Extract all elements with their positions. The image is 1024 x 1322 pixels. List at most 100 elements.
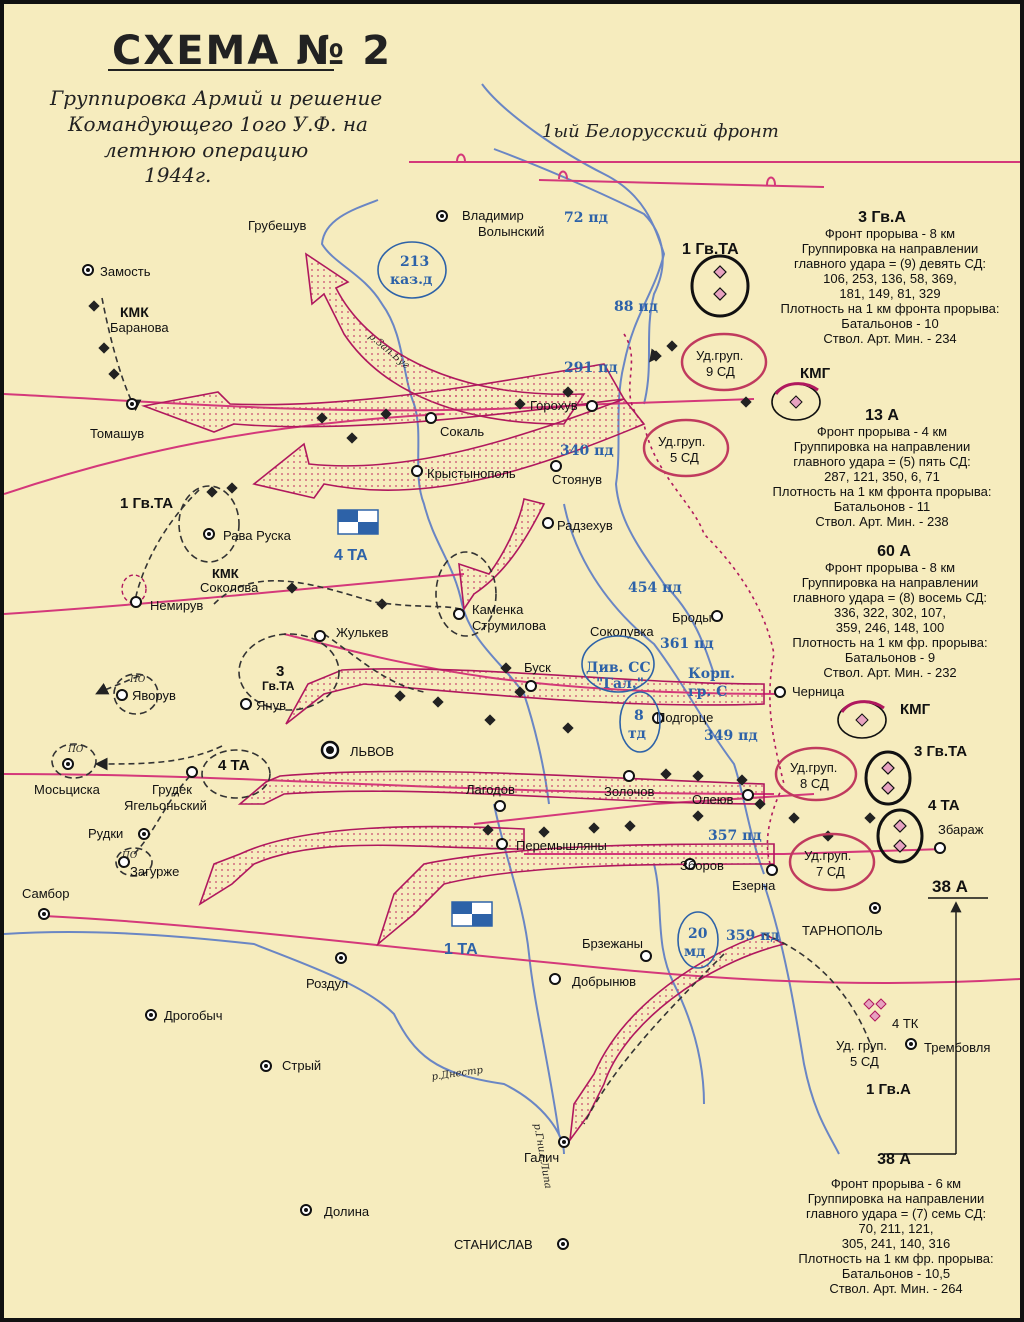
city-grudek-2: Ягельоньский: [124, 798, 207, 813]
info-13a-line: Плотность на 1 км фронта прорыва:: [773, 484, 992, 499]
city-zhulkev: Жулькев: [336, 625, 388, 640]
info-13a-line: Ствол. Арт. Мин. - 238: [815, 514, 948, 529]
info-60a-line: главного удара = (8) восемь СД:: [793, 590, 987, 605]
formation-3gvta-left-2: Гв.ТА: [262, 679, 295, 693]
formation-kmg-2: КМГ: [900, 701, 931, 718]
city-tomashuv: Томашув: [90, 426, 144, 441]
city-ezerna: Езерна: [732, 878, 776, 893]
strike-5sd-1: Уд.груп.: [658, 434, 705, 449]
city-krystynopol: Крыстынополь: [427, 466, 516, 481]
city-gorokhuv: Горохув: [530, 398, 578, 413]
arrow-to-tomashuv: [141, 363, 626, 433]
info-3gva-line: Группировка на направлении: [802, 241, 978, 256]
city-chernitsa: Черница: [792, 684, 845, 699]
info-13a-line: 287, 121, 350, 6, 71: [824, 469, 940, 484]
nemiruv-ring: [121, 574, 147, 604]
unit-349pd: 349 пд: [704, 728, 758, 744]
formation-38a-mid: 38 А: [932, 877, 968, 896]
city-vladimir: Владимир: [462, 208, 524, 223]
unit-359pd: 359 пд: [726, 928, 780, 944]
formation-4tk: 4 ТК: [892, 1016, 919, 1031]
unit-ss-div-line2: "Гал.": [596, 676, 644, 692]
unit-20md-line2: мд: [684, 944, 706, 960]
river-east2: [763, 883, 840, 1155]
city-sokolovka: Соколувка: [590, 624, 654, 639]
info-60a-line: Батальонов - 9: [845, 650, 935, 665]
dashed-regions: [51, 485, 497, 877]
info-38a-line: Батальонов - 10,5: [842, 1266, 950, 1281]
strike-7sd-1: Уд.груп.: [804, 848, 851, 863]
formation-kmg-1: КМГ: [800, 365, 831, 382]
formation-3gvta-left-1: 3: [276, 663, 284, 680]
city-dolina: Долина: [324, 1204, 370, 1219]
info-13a-line: Группировка на направлении: [794, 439, 970, 454]
city-oleyuv: Олеюв: [692, 792, 734, 807]
flag-1ta: 1 ТА: [444, 901, 493, 958]
info-60a-line: 336, 322, 302, 107,: [834, 605, 946, 620]
info-38a-line: Группировка на направлении: [808, 1191, 984, 1206]
trail-zhulkev: [394, 662, 748, 786]
city-markers: [38, 210, 946, 1250]
diamond-trails: [88, 300, 876, 842]
unit-korp-line2: гр. С: [688, 684, 727, 700]
city-tarnopol: ТАРНОПОЛЬ: [802, 923, 883, 938]
city-peremyshlyany: Перемышляны: [516, 838, 607, 853]
city-trembovlya: Трембовля: [924, 1040, 990, 1055]
city-grubeshuv: Грубешув: [248, 218, 306, 233]
formation-kmk-sokolova-2: Соколова: [200, 580, 259, 595]
info-38a: 38 А Фронт прорыва - 6 км Группировка на…: [798, 1151, 993, 1296]
attack-arrows: [141, 252, 787, 1143]
city-brzezhany: Брзежаны: [582, 936, 643, 951]
unit-454pd: 454 пд: [628, 580, 682, 596]
info-3gva-head: 3 Гв.А: [858, 209, 906, 226]
river-dnestr: [4, 931, 565, 1155]
strike-9sd-1: Уд.груп.: [696, 348, 743, 363]
city-kamenka-2: Струмилова: [472, 618, 547, 633]
info-3gva-line: Батальонов - 10: [841, 316, 938, 331]
unit-357pd: 357 пд: [708, 828, 762, 844]
title-subtitle-2: Командующего 1ого У.Ф. на: [67, 112, 368, 136]
city-rava: Рава Руска: [223, 528, 292, 543]
city-lvov: ЛЬВОВ: [350, 744, 394, 759]
city-mostsiska: Мосьциска: [34, 782, 101, 797]
info-38a-line: Ствол. Арт. Мин. - 264: [829, 1281, 962, 1296]
formation-1ta-blue: 1 ТА: [444, 941, 478, 958]
city-sokal: Сокаль: [440, 424, 484, 439]
info-60a-line: Группировка на направлении: [802, 575, 978, 590]
strike-8sd-1: Уд.груп.: [790, 760, 837, 775]
info-60a-line: 359, 246, 148, 100: [836, 620, 944, 635]
city-volynsky: Волынский: [478, 224, 544, 239]
info-38a-line: 305, 241, 140, 316: [842, 1236, 950, 1251]
city-kamenka-1: Каменка: [472, 602, 524, 617]
info-3gva: 3 Гв.А Фронт прорыва - 8 км Группировка …: [781, 209, 1000, 346]
dashed-movements: [99, 297, 875, 1125]
info-13a: 13 А Фронт прорыва - 4 км Группировка на…: [773, 407, 992, 529]
info-38a-head: 38 А: [877, 1151, 911, 1168]
city-busk: Буск: [524, 660, 551, 675]
unit-340pd: 340 пд: [560, 443, 614, 459]
strike-9sd-2: 9 СД: [706, 364, 735, 379]
formation-1gva: 1 Гв.А: [866, 1081, 911, 1098]
city-labels: Замость Грубешув Владимир Волынский Тома…: [22, 208, 990, 1252]
unit-8td-line1: 8: [634, 708, 644, 724]
river-styr: [481, 83, 715, 675]
unit-361pd: 361 пд: [660, 636, 714, 652]
unit-72pd: 72 пд: [564, 210, 608, 226]
po-label-2: ПО: [67, 745, 84, 755]
city-podgortse: Подгорце: [656, 710, 713, 725]
unit-291pd: 291 пд: [564, 360, 618, 376]
info-13a-line: Фронт прорыва - 4 км: [817, 424, 947, 439]
unit-ss-div-line1: Див. СС: [586, 660, 651, 676]
enemy-units: 213 каз.д 72 пд 88 пд 291 пд 340 пд 454 …: [377, 210, 780, 969]
formation-4ta-right: 4 ТА: [928, 797, 960, 814]
city-radzekhuv: Радзехув: [557, 518, 613, 533]
unit-korp-line1: Корп.: [688, 666, 735, 682]
arrow-to-dnestr: [376, 843, 775, 947]
operation-map: р.Зап.Буг р.Днестр р.Гнил.Липа: [4, 28, 1020, 1296]
title-subtitle-3: летнюю операцию: [104, 138, 308, 162]
info-3gva-line: Фронт прорыва - 8 км: [825, 226, 955, 241]
flag-4ta: 4 ТА: [334, 509, 379, 564]
info-13a-line: Батальонов - 11: [834, 499, 930, 514]
city-brody: Броды: [672, 610, 712, 625]
info-38a-line: главного удара = (7) семь СД:: [806, 1206, 986, 1221]
